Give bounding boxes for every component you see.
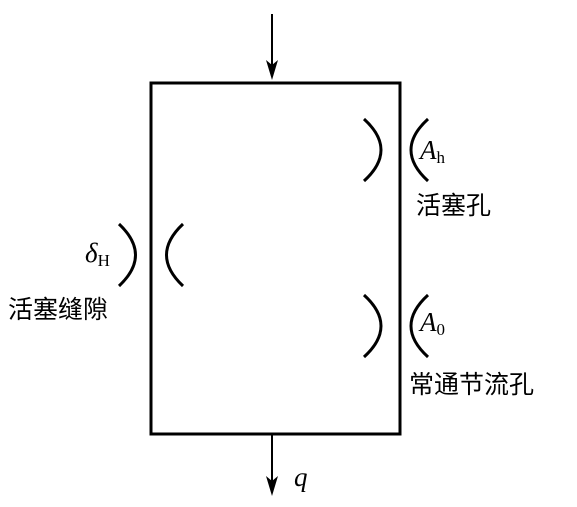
flow-rate-symbol: q xyxy=(294,462,308,492)
piston-hole-orifice xyxy=(362,117,430,183)
piston-chamber-box xyxy=(149,81,402,436)
piston-gap-orifice xyxy=(117,222,185,288)
fixed-orifice-area-symbol: A0 xyxy=(418,307,445,339)
fixed-orifice xyxy=(362,293,430,359)
piston-hole-label: 活塞孔 xyxy=(416,191,491,220)
piston-gap-label: 活塞缝隙 xyxy=(8,295,108,324)
fixed-orifice-label: 常通节流孔 xyxy=(409,370,534,399)
piston-hole-area-symbol: Ah xyxy=(418,135,446,167)
inlet-flow-arrow xyxy=(266,14,278,80)
outlet-flow-arrow xyxy=(266,434,278,496)
piston-gap-symbol: δH xyxy=(85,238,110,270)
